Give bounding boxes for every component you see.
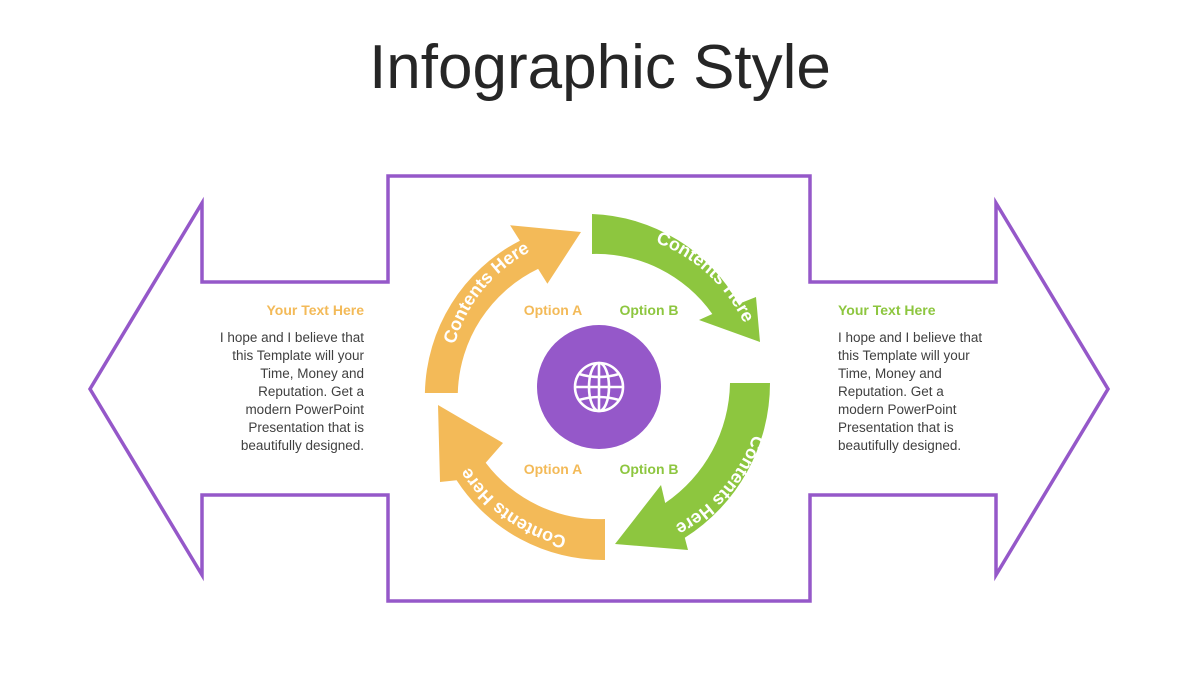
arrow-label-bottom-left: Contents Here [456, 465, 568, 553]
option-label-top-left: Option A [523, 302, 583, 318]
left-panel-body: I hope and I believe that this Template … [219, 330, 364, 453]
option-label-top-right: Option B [619, 302, 679, 318]
cycle-arrow-bottom-right [615, 383, 771, 550]
option-label-bottom-right: Option B [619, 461, 679, 477]
globe-icon [573, 361, 625, 413]
cycle-arrow-top-right [592, 214, 760, 342]
cycle-arrow-top-left [424, 225, 581, 393]
double-arrow-outline [87, 174, 1111, 603]
page-title: Infographic Style [369, 33, 831, 102]
right-panel-heading: Your Text Here [838, 302, 936, 318]
cycle-arrow-bottom-left [438, 405, 605, 561]
right-panel-body: I hope and I believe that this Template … [838, 330, 983, 453]
option-label-bottom-left: Option A [523, 461, 583, 477]
arrow-label-top-left: Contents Here [439, 238, 532, 346]
left-panel-heading: Your Text Here [266, 302, 364, 318]
